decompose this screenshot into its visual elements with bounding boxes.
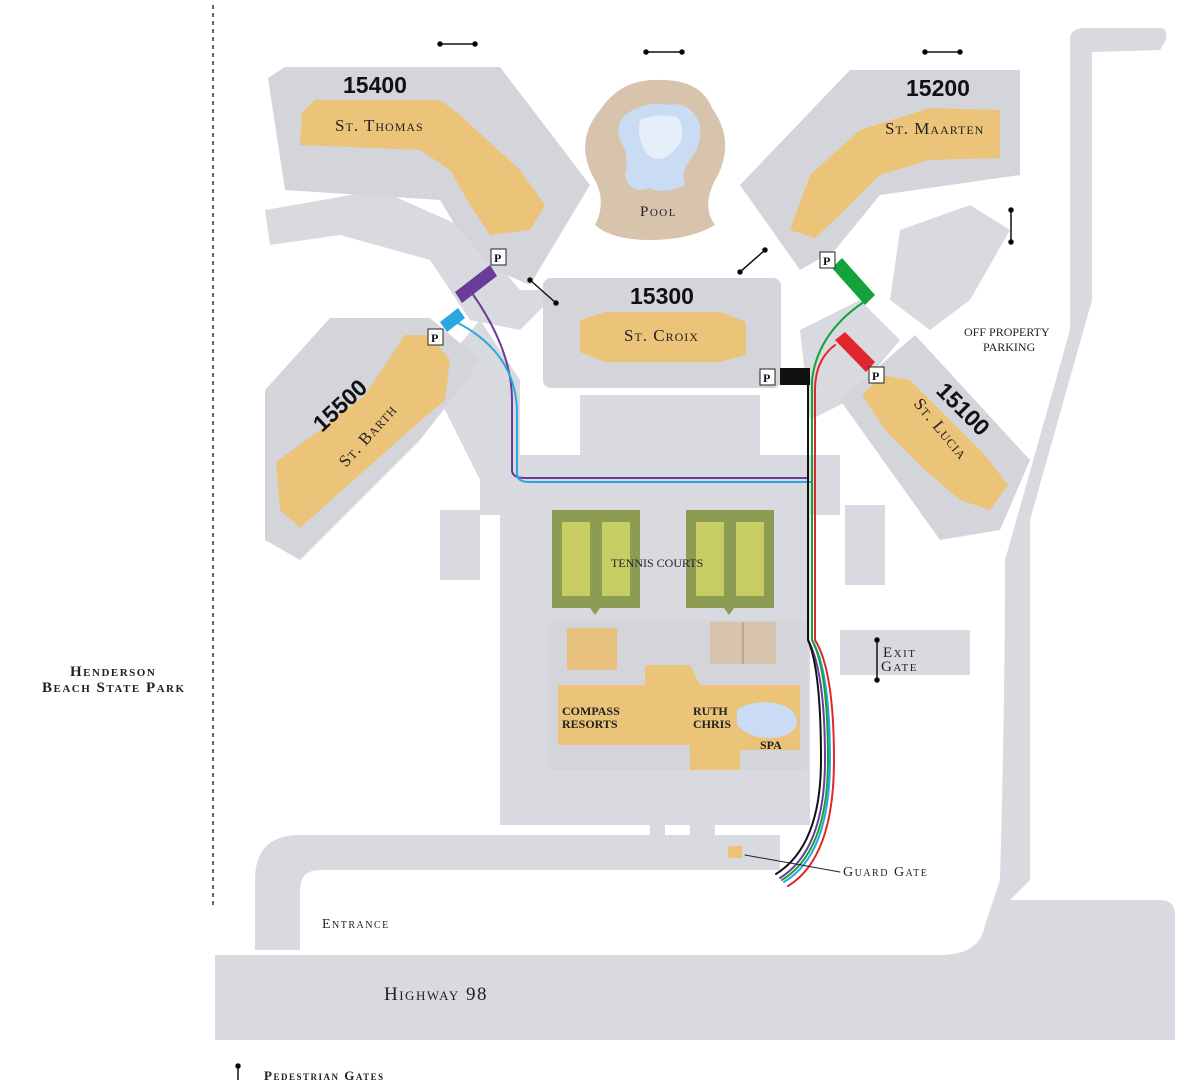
svg-text:P: P	[823, 254, 830, 268]
legend-pedestrian-gates: Pedestrian Gates	[264, 1068, 385, 1080]
label-ruth-2: CHRIS	[693, 717, 731, 731]
label-exit-1: Exit	[883, 645, 917, 661]
spa-pool	[737, 702, 798, 738]
svg-text:P: P	[763, 371, 770, 385]
label-exit-2: Gate	[881, 659, 918, 675]
parking-sign-15400: P	[490, 248, 507, 266]
parking-markers	[440, 258, 875, 385]
building-st-barth	[276, 335, 450, 528]
svg-text:P: P	[872, 369, 879, 383]
parking-sign-15500: P	[427, 328, 444, 346]
label-compass-1: COMPASS	[562, 704, 620, 718]
label-15400-number: 15400	[343, 72, 407, 98]
marker-green	[832, 258, 875, 305]
building-st-thomas	[300, 100, 545, 235]
marker-black	[780, 368, 810, 385]
entrance-loop	[255, 835, 780, 950]
walking-routes	[451, 292, 871, 887]
building-st-croix	[580, 312, 746, 362]
building-clubhouse	[558, 665, 800, 770]
label-tennis-courts: TENNIS COURTS	[611, 556, 703, 570]
building-st-maarten	[790, 108, 1000, 238]
pool-area	[585, 79, 726, 240]
guard-booth	[728, 846, 742, 858]
buildings	[276, 100, 1008, 770]
route-black	[775, 375, 823, 875]
svg-text:P: P	[431, 331, 438, 345]
road-network	[215, 28, 1175, 1040]
route-red	[787, 344, 836, 887]
label-15300-number: 15300	[630, 283, 694, 309]
label-spa: SPA	[760, 738, 782, 752]
highway-road	[215, 955, 1175, 1040]
label-st-thomas: St. Thomas	[335, 116, 424, 135]
label-compass-2: RESORTS	[562, 717, 618, 731]
label-guard-gate: Guard Gate	[843, 865, 928, 880]
label-15200-number: 15200	[906, 75, 970, 101]
label-park-1: Henderson	[70, 664, 156, 680]
building-small-left	[567, 628, 617, 670]
marker-red	[835, 332, 875, 372]
label-highway: Highway 98	[384, 984, 488, 1005]
label-entrance: Entrance	[322, 917, 390, 932]
parking-signs: P P P P P	[427, 248, 885, 386]
parking-sign-15300: P	[759, 368, 776, 386]
svg-text:P: P	[494, 251, 501, 265]
parking-sign-15200: P	[819, 251, 836, 269]
pedestrian-gates	[235, 41, 1014, 1080]
label-st-croix: St. Croix	[624, 326, 699, 345]
parking-sign-15100: P	[868, 366, 885, 384]
label-pool: Pool	[640, 204, 677, 220]
route-green	[781, 297, 871, 881]
building-st-lucia	[862, 375, 1008, 510]
tennis-courts	[552, 510, 776, 664]
label-offsite-2: PARKING	[983, 340, 1036, 354]
label-offsite-1: OFF PROPERTY	[964, 325, 1050, 339]
marker-purple	[455, 265, 497, 303]
label-park-2: Beach State Park	[42, 680, 186, 696]
label-st-maarten: St. Maarten	[885, 119, 984, 138]
east-access-road	[215, 28, 1175, 1040]
marker-cyan	[440, 308, 465, 332]
label-ruth-1: RUTH	[693, 704, 728, 718]
